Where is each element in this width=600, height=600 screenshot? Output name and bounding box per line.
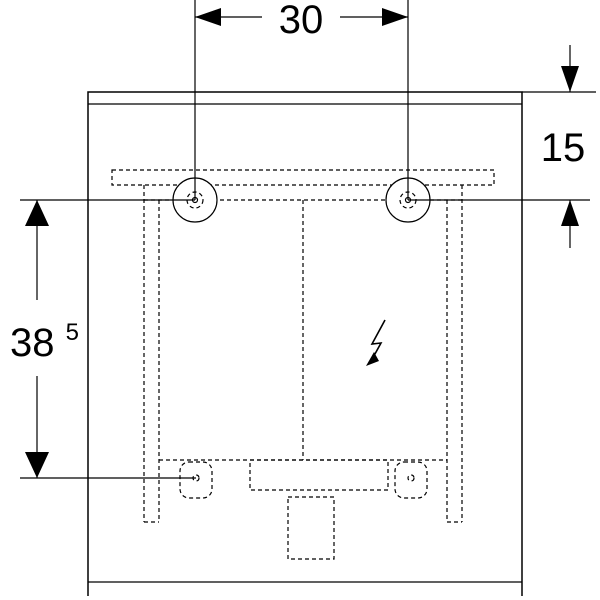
- hidden-mounting-frame: [111, 169, 495, 560]
- dimension-vertical-15: 15: [541, 45, 586, 248]
- dimension-label-38-superscript: 5: [66, 319, 79, 346]
- dimension-label-30: 30: [279, 0, 324, 42]
- arrow-up-icon: [561, 200, 579, 226]
- arrow-left-icon: [195, 8, 221, 26]
- dimension-label-38-5: 38 5: [10, 319, 79, 365]
- dimension-label-15: 15: [541, 126, 586, 170]
- cabinet-outline: [87, 91, 523, 596]
- dimension-vertical-38-5: 38 5: [10, 200, 79, 478]
- arrow-up-icon: [25, 200, 49, 226]
- arrow-down-icon: [561, 66, 579, 92]
- dimension-label-38-main: 38: [10, 321, 55, 365]
- lightning-bolt-icon: [366, 319, 386, 366]
- extension-lines: [20, 0, 596, 479]
- arrow-down-icon: [25, 452, 49, 478]
- arrow-right-icon: [382, 8, 408, 26]
- dimension-horizontal-30: 30: [195, 0, 408, 42]
